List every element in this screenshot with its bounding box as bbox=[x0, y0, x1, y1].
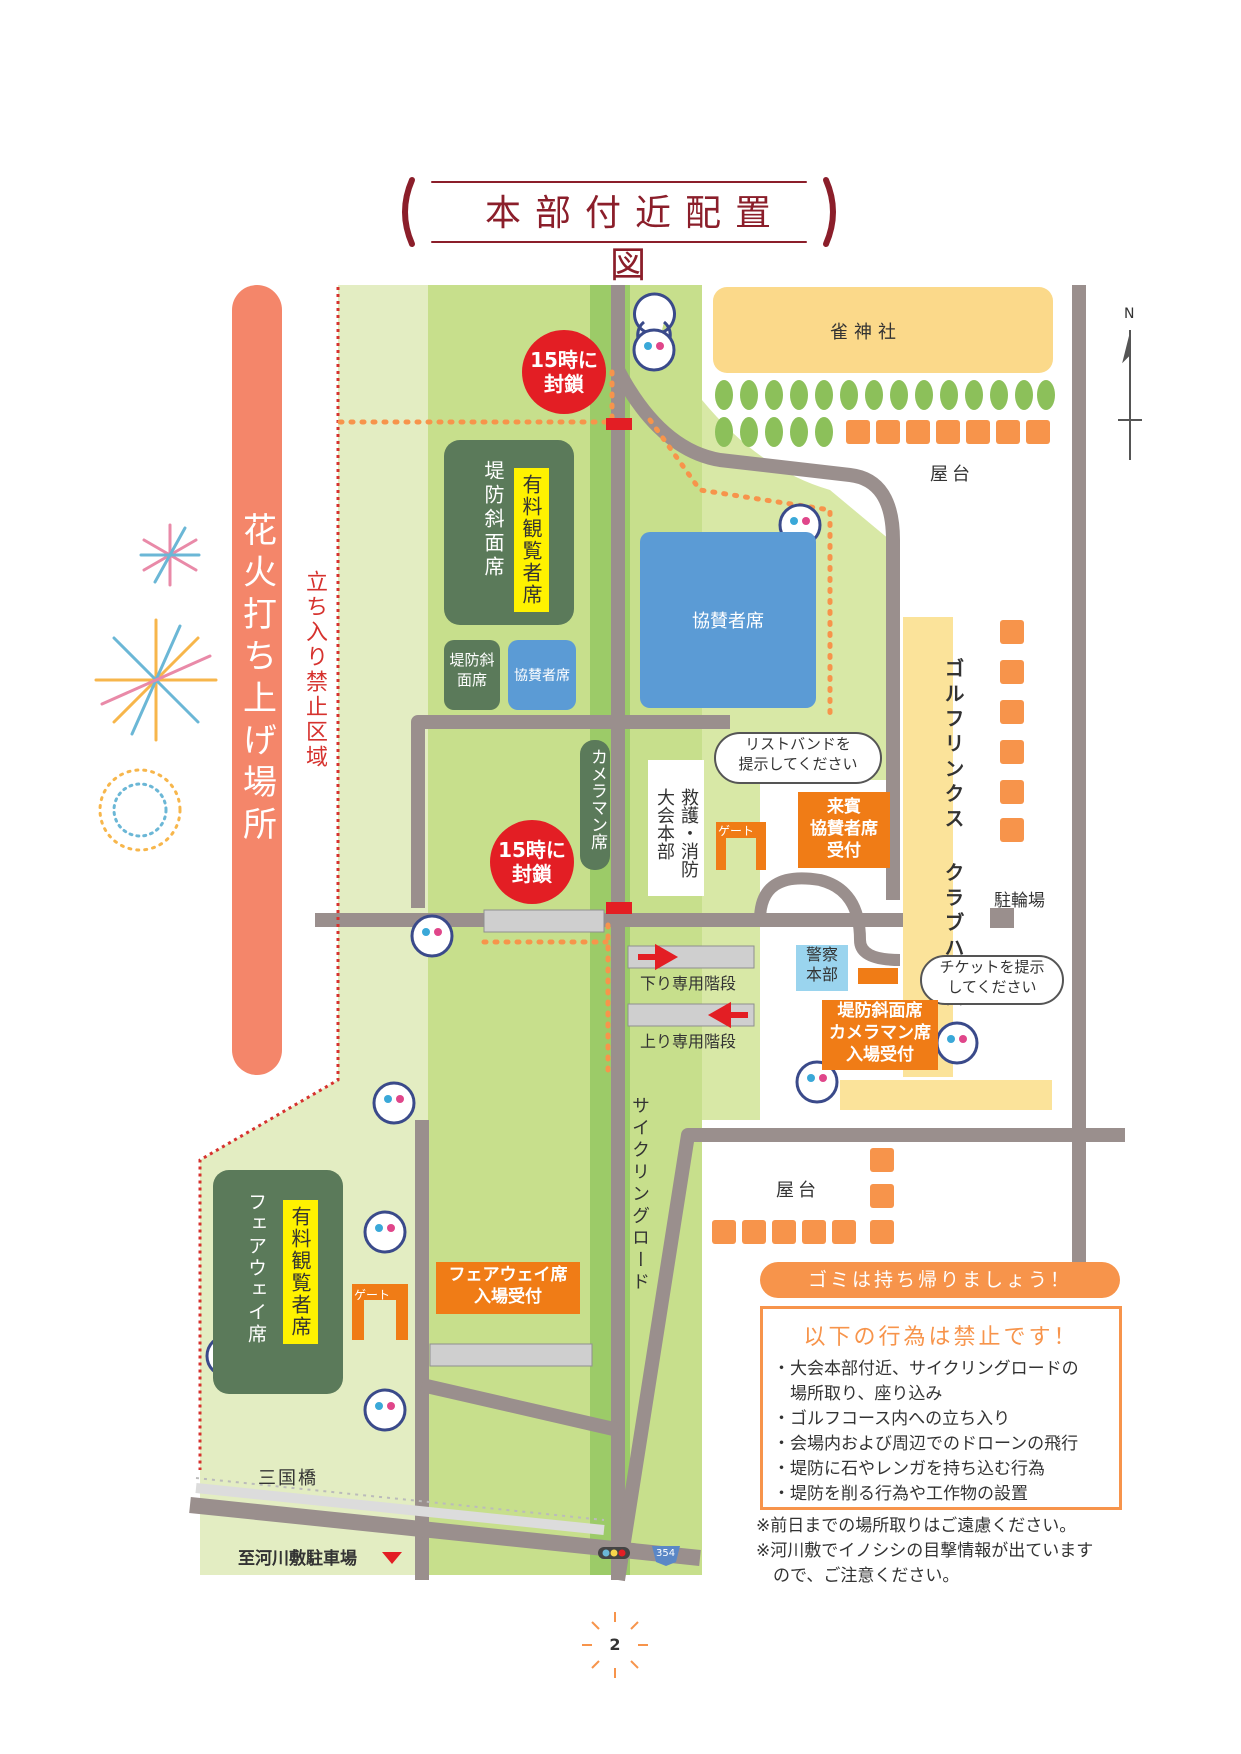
vip-reception-box: 来賓 協賛者席 受付 bbox=[798, 792, 890, 868]
paid-slope-seat-label: 堤防斜面席 bbox=[481, 460, 505, 580]
closure-marker-mid bbox=[606, 902, 632, 914]
rule-item: ・会場内および周辺でのドローンの飛行 bbox=[773, 1434, 1079, 1454]
stalls-top-label: 屋台 bbox=[930, 464, 974, 485]
fairway-reception-box: フェアウェイ席 入場受付 bbox=[436, 1262, 580, 1314]
ticket-bubble: チケットを提示 してください bbox=[920, 955, 1064, 1005]
paid-slope-seat-area: 堤防斜面席 有料観覧者席 bbox=[444, 440, 574, 625]
fairway-seat-area: フェアウェイ席 有料観覧者席 bbox=[213, 1170, 343, 1394]
rule-item: 場所取り、座り込み bbox=[773, 1384, 943, 1404]
note-item: ※河川敷でイノシシの目撃情報が出ています bbox=[756, 1541, 1094, 1561]
title-frame bbox=[402, 177, 836, 247]
closure-lines bbox=[337, 369, 833, 1073]
hq-label: 救護・消防 大会本部 bbox=[654, 788, 699, 878]
mikuni-bridge-label: 三国橋 bbox=[258, 1468, 318, 1489]
down-stairs-label: 下り専用階段 bbox=[640, 974, 737, 993]
mikuni-bridge-structure bbox=[195, 1477, 605, 1535]
compass bbox=[1118, 330, 1142, 460]
small-sponsor-seat: 協賛者席 bbox=[508, 640, 576, 710]
take-trash-home-banner: ゴミは持ち帰りましょう！ bbox=[760, 1262, 1120, 1298]
notes: ※前日までの場所取りはご遠慮ください。 ※河川敷でイノシシの目撃情報が出ています… bbox=[756, 1514, 1136, 1589]
rules-panel: 以下の行為は禁止です！ ・大会本部付近、サイクリングロードの 場所取り、座り込み… bbox=[760, 1306, 1122, 1510]
down-stairs-arrow bbox=[638, 943, 679, 971]
small-slope-seat: 堤防斜面席 bbox=[444, 640, 500, 710]
rule-item: ・大会本部付近、サイクリングロードの bbox=[773, 1359, 1079, 1379]
shrine-area bbox=[713, 287, 1053, 373]
trees bbox=[715, 380, 1055, 447]
ticket-desk bbox=[858, 968, 898, 984]
clubhouse-lower-strip bbox=[840, 1080, 1052, 1110]
gate-structures bbox=[352, 822, 766, 1340]
shrine-label: 雀神社 bbox=[830, 322, 902, 343]
fairway-paid-tag: 有料観覧者席 bbox=[283, 1200, 318, 1344]
sponsor-seat-label: 協賛者席 bbox=[692, 611, 764, 632]
rules-list: ・大会本部付近、サイクリングロードの 場所取り、座り込み ・ゴルフコース内への立… bbox=[773, 1357, 1119, 1507]
traffic-light bbox=[598, 1547, 630, 1559]
closure-balloon-mid: 15時に 封鎖 bbox=[490, 820, 574, 904]
route-sign bbox=[652, 1546, 680, 1566]
small-slope-seat-label: 堤防斜面席 bbox=[449, 651, 495, 689]
gate-label-2: ゲート bbox=[354, 1288, 391, 1302]
rule-item: ・ゴルフコース内への立ち入り bbox=[773, 1409, 1011, 1429]
small-sponsor-seat-label: 協賛者席 bbox=[514, 668, 570, 684]
bicycle-parking-mark bbox=[990, 908, 1014, 928]
note-item: ので、ご注意ください。 bbox=[756, 1566, 960, 1586]
rule-item: ・堤防に石やレンガを持ち込む行為 bbox=[773, 1459, 1045, 1479]
up-stairs-label: 上り専用階段 bbox=[640, 1032, 737, 1051]
launch-site-bar: 花火打ち上げ場所 bbox=[232, 285, 282, 1075]
fairway-seat-label: フェアウェイ席 bbox=[245, 1192, 267, 1346]
no-entry-zone-label: 立ち入り禁止区域 bbox=[302, 570, 327, 770]
cycling-road-label: サイクリングロード bbox=[629, 1096, 650, 1294]
route-number: 354 bbox=[656, 1548, 676, 1559]
gate-label-1: ゲート bbox=[718, 824, 755, 838]
no-entry-boundary bbox=[198, 287, 340, 1470]
food-stalls bbox=[712, 420, 1050, 1244]
sponsor-seat-area: 協賛者席 bbox=[640, 532, 816, 708]
page-number-sunburst bbox=[582, 1612, 648, 1678]
club-loop-road bbox=[754, 872, 901, 966]
to-parking-label: 至河川敷駐車場 bbox=[238, 1549, 357, 1569]
hq-building: 救護・消防 大会本部 bbox=[648, 760, 704, 896]
page-title: 本部付近配置図 bbox=[484, 193, 785, 286]
stalls-bottom-label: 屋台 bbox=[776, 1180, 820, 1201]
golf-clubhouse-label: ゴルフリンクス クラブハウス bbox=[941, 658, 965, 1012]
parking-arrow bbox=[382, 1552, 402, 1564]
note-item: ※前日までの場所取りはご遠慮ください。 bbox=[756, 1516, 1077, 1536]
launch-site-label: 花火打ち上げ場所 bbox=[236, 512, 277, 848]
closure-marker-top bbox=[606, 418, 632, 430]
cameraman-seat: カメラマン席 bbox=[580, 740, 610, 870]
paid-seat-tag: 有料観覧者席 bbox=[514, 468, 549, 612]
up-stairs-arrow bbox=[707, 1001, 748, 1029]
bicycle-parking-label: 駐輪場 bbox=[994, 891, 1045, 911]
police-hq: 警察 本部 bbox=[796, 945, 848, 991]
page-number: 2 bbox=[609, 1635, 621, 1654]
rule-item: ・堤防を削る行為や工作物の設置 bbox=[773, 1484, 1028, 1504]
slope-camera-reception-box: 堤防斜面席 カメラマン席 入場受付 bbox=[822, 1000, 938, 1070]
compass-north-label: N bbox=[1124, 306, 1135, 322]
wristband-bubble: リストバンドを 提示してください bbox=[714, 732, 882, 784]
fireworks-decoration bbox=[94, 523, 218, 852]
rules-heading: 以下の行為は禁止です！ bbox=[803, 1325, 1079, 1350]
closure-balloon-top: 15時に 封鎖 bbox=[522, 330, 606, 414]
